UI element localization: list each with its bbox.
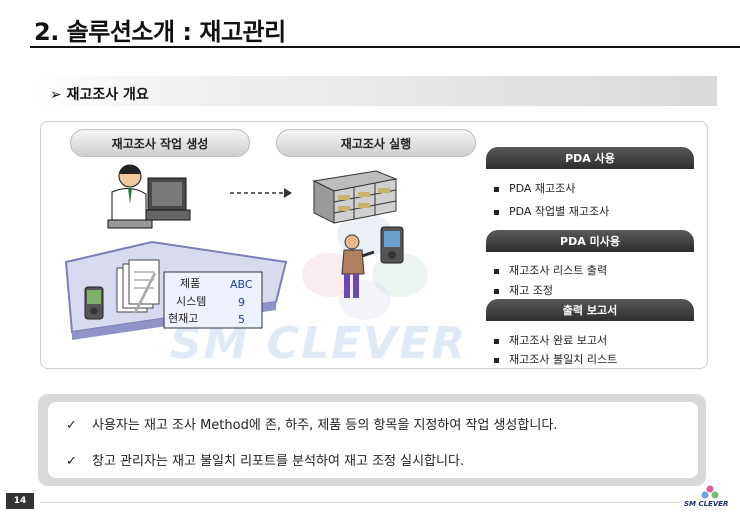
brand-flower-icon bbox=[701, 485, 719, 499]
list-item-text: PDA 재고조사 bbox=[509, 182, 576, 195]
warehouse-rack-icon bbox=[312, 170, 398, 224]
card-label-onhand: 현재고 bbox=[168, 312, 199, 325]
info-line-2: ✓ 창고 관리자는 재고 불일치 리포트를 분석하여 재고 조정 실시합니다. bbox=[66, 450, 464, 469]
list-item: PDA 재고조사 bbox=[494, 180, 575, 196]
check-icon: ✓ bbox=[66, 418, 77, 433]
step-create-label: 재고조사 작업 생성 bbox=[111, 136, 209, 151]
card-value-onhand: 5 bbox=[238, 313, 245, 326]
list-item-text: 재고조사 리스트 출력 bbox=[509, 264, 608, 277]
step-run-pill: 재고조사 실행 bbox=[276, 129, 476, 157]
pda-nouse-header: PDA 미사용 bbox=[486, 230, 694, 252]
page-number: 14 bbox=[6, 493, 34, 509]
section-bar bbox=[34, 76, 717, 106]
page-title: 2. 솔루션소개 : 재고관리 bbox=[34, 18, 286, 46]
worker-pda-icon bbox=[341, 234, 375, 298]
card-label-system: 시스템 bbox=[176, 295, 207, 308]
step-run-label: 재고조사 실행 bbox=[340, 136, 412, 151]
pda-nouse-heading: PDA 미사용 bbox=[560, 235, 620, 248]
info-line-text: 창고 관리자는 재고 불일치 리포트를 분석하여 재고 조정 실시합니다. bbox=[92, 454, 465, 469]
card-value-product: ABC bbox=[230, 278, 253, 291]
list-item: 재고 조정 bbox=[494, 282, 553, 298]
pda-use-header: PDA 사용 bbox=[486, 147, 694, 169]
list-item: 재고조사 불일치 리스트 bbox=[494, 351, 617, 367]
list-item: 재고조사 리스트 출력 bbox=[494, 262, 607, 278]
worker-computer-icon bbox=[107, 164, 191, 229]
list-item-text: PDA 작업별 재고조사 bbox=[509, 205, 610, 218]
dashed-arrow-icon bbox=[230, 188, 292, 198]
info-line-1: ✓ 사용자는 재고 조사 Method에 존, 하주, 제품 등의 항목을 지정하… bbox=[66, 414, 557, 433]
pda-use-heading: PDA 사용 bbox=[565, 152, 615, 165]
check-icon: ✓ bbox=[66, 454, 77, 469]
title-divider bbox=[30, 46, 740, 48]
list-item-text: 재고 조정 bbox=[509, 284, 553, 297]
section-title: ➢ 재고조사 개요 bbox=[50, 87, 149, 103]
info-box bbox=[48, 402, 698, 478]
brand-logo-text: SM CLEVER bbox=[684, 500, 729, 508]
info-line-text: 사용자는 재고 조사 Method에 존, 하주, 제품 등의 항목을 지정하여… bbox=[92, 418, 558, 433]
list-item: PDA 작업별 재고조사 bbox=[494, 203, 609, 219]
list-item-text: 재고조사 불일치 리스트 bbox=[509, 353, 618, 366]
footer-divider bbox=[40, 502, 680, 503]
card-value-system: 9 bbox=[238, 296, 245, 309]
card-label-product: 제품 bbox=[180, 277, 201, 290]
report-header: 출력 보고서 bbox=[486, 299, 694, 321]
pda-device-icon bbox=[380, 226, 404, 264]
list-item: 재고조사 완료 보고서 bbox=[494, 332, 607, 348]
inventory-card-platform bbox=[64, 240, 288, 340]
report-heading: 출력 보고서 bbox=[562, 304, 618, 317]
list-item-text: 재고조사 완료 보고서 bbox=[509, 334, 608, 347]
step-create-pill: 재고조사 작업 생성 bbox=[70, 129, 250, 157]
platform-pda-icon bbox=[84, 286, 104, 320]
